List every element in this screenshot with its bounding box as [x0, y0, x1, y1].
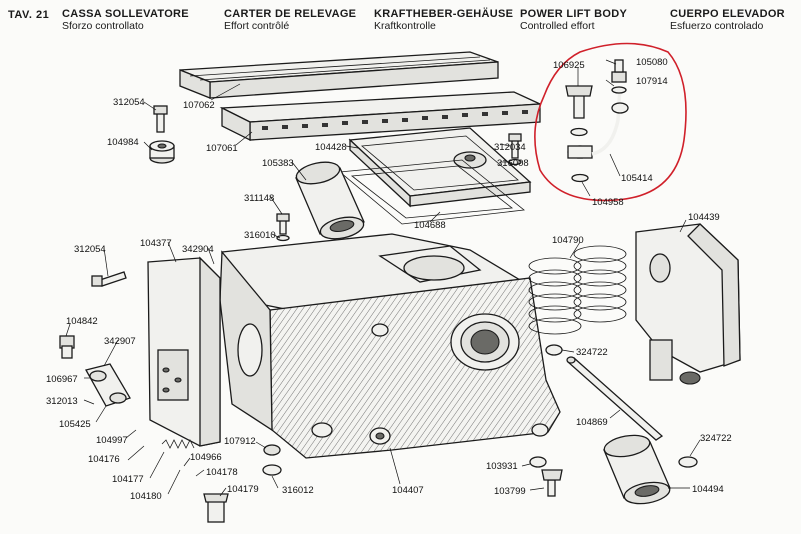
label-106925: 106925	[553, 60, 585, 71]
label-104428: 104428	[315, 142, 347, 153]
bolt-312034	[508, 133, 522, 166]
label-106967: 106967	[46, 374, 78, 385]
title-english-line2: Controlled effort	[520, 20, 595, 32]
fitting-104842	[59, 335, 75, 359]
label-107914: 107914	[636, 76, 668, 87]
label-104180: 104180	[130, 491, 162, 502]
label-342907: 342907	[104, 336, 136, 347]
label-316012: 316012	[282, 485, 314, 496]
label-104997: 104997	[96, 435, 128, 446]
main-housing-104407	[219, 233, 561, 459]
label-104984: 104984	[107, 137, 139, 148]
title-english: POWER LIFT BODY Controlled effort	[520, 8, 627, 32]
header: TAV. 21 CASSA SOLLEVATORE Sforzo control…	[0, 0, 801, 40]
bolt-311148	[276, 213, 290, 242]
label-324722-lower: 324722	[700, 433, 732, 444]
label-312054-side: 312054	[74, 244, 106, 255]
bushing-104494	[603, 434, 671, 505]
rail-107061	[219, 91, 541, 142]
label-316008: 316008	[497, 158, 529, 169]
label-311148: 311148	[244, 193, 274, 204]
label-104688: 104688	[414, 220, 446, 231]
label-104176: 104176	[88, 454, 120, 465]
title-german-line2: Kraftkontrolle	[374, 20, 436, 32]
bracket-104439	[635, 223, 741, 385]
rod-104869	[566, 356, 664, 441]
rail-107062	[179, 51, 499, 99]
title-french-line1: CARTER DE RELEVAGE	[224, 8, 357, 20]
label-104407: 104407	[392, 485, 424, 496]
washer-316012	[262, 464, 282, 476]
title-italian-line1: CASSA SOLLEVATORE	[62, 8, 189, 20]
label-107061: 107061	[206, 143, 238, 154]
label-104494: 104494	[692, 484, 724, 495]
label-104790: 104790	[552, 235, 584, 246]
title-spanish-line2: Esfuerzo controlado	[670, 20, 764, 32]
label-316010: 316010	[244, 230, 276, 241]
label-324722-upper: 324722	[576, 347, 608, 358]
bolt-312054-top	[153, 105, 168, 133]
label-105383: 105383	[262, 158, 294, 169]
label-312013: 312013	[46, 396, 78, 407]
washer-324722-upper	[545, 344, 563, 356]
side-cover-104377	[147, 256, 221, 447]
label-104377: 104377	[140, 238, 172, 249]
gasket-104688	[339, 159, 525, 225]
washer-324722-lower	[678, 456, 698, 468]
label-104179: 104179	[227, 484, 259, 495]
spring-104177	[161, 439, 195, 449]
label-103799: 103799	[494, 486, 526, 497]
label-104958: 104958	[592, 197, 624, 208]
label-312034: 312034	[494, 142, 526, 153]
washer-103931	[529, 456, 547, 468]
title-italian: CASSA SOLLEVATORE Sforzo controllato	[62, 8, 189, 32]
title-english-line1: POWER LIFT BODY	[520, 8, 628, 20]
red-highlight-circle	[534, 42, 687, 202]
label-105414: 105414	[621, 173, 653, 184]
title-italian-line2: Sforzo controllato	[62, 20, 144, 32]
label-103931: 103931	[486, 461, 518, 472]
label-104842: 104842	[66, 316, 98, 327]
title-french-line2: Effort contrôlé	[224, 20, 290, 32]
valve-body-105425	[85, 363, 131, 407]
label-104177: 104177	[112, 474, 144, 485]
springs-104790	[528, 245, 627, 335]
bolt-312054-side	[91, 271, 127, 287]
fitting-assembly	[565, 59, 629, 183]
plug-104179	[203, 493, 229, 523]
table-number: TAV. 21	[8, 9, 50, 21]
label-105080: 105080	[636, 57, 668, 68]
title-spanish: CUERPO ELEVADOR Esfuerzo controlado	[670, 8, 785, 32]
nut-107912	[263, 444, 281, 456]
leader-lines	[65, 59, 701, 497]
bolt-103799	[541, 469, 563, 497]
label-342904: 342904	[182, 244, 214, 255]
bushing-105383	[295, 161, 365, 240]
label-104178: 104178	[206, 467, 238, 478]
title-german-line1: KRAFTHEBER-GEHÄUSE	[374, 8, 514, 20]
label-105425: 105425	[59, 419, 91, 430]
title-spanish-line1: CUERPO ELEVADOR	[670, 8, 785, 20]
label-107062: 107062	[183, 100, 215, 111]
label-104869: 104869	[576, 417, 608, 428]
spacer-104984	[149, 140, 175, 164]
label-312054-top: 312054	[113, 97, 145, 108]
title-french: CARTER DE RELEVAGE Effort contrôlé	[224, 8, 356, 32]
label-104439: 104439	[688, 212, 720, 223]
label-107912: 107912	[224, 436, 256, 447]
label-104966: 104966	[190, 452, 222, 463]
part-labels: 107062 312054 104984 107061 104428 10538…	[46, 57, 732, 502]
title-german: KRAFTHEBER-GEHÄUSE Kraftkontrolle	[374, 8, 513, 32]
